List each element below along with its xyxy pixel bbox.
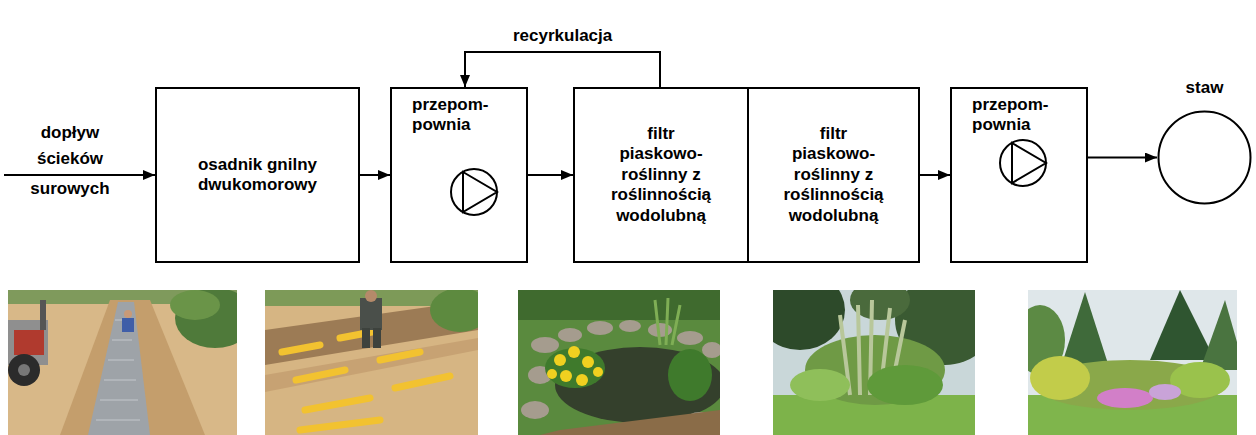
pond-photo-part-part [554, 354, 566, 366]
construction-photo-part [8, 290, 237, 435]
garden-photo-part [1097, 388, 1153, 408]
construction-photo-part [365, 290, 377, 302]
pond-photo-part-part [677, 331, 703, 345]
construction-photo-part [430, 290, 478, 332]
pond-photo-part [518, 290, 720, 320]
pond-photo-part [547, 346, 603, 386]
pump-symbol-part [1012, 143, 1046, 183]
construction-photo [8, 290, 237, 435]
flow-arrow [528, 174, 573, 176]
construction-photo-part-part [300, 420, 380, 430]
pond-photo-part-part [560, 370, 572, 382]
process-box: filtr piaskowo-roślinny z roślinnością w… [573, 87, 749, 263]
garden-photo-part [1200, 300, 1237, 370]
pond-photo-part-part [547, 369, 557, 379]
text-group: osadnik gnilny dwukomorowy [183, 155, 333, 196]
construction-photo-part [14, 330, 44, 355]
pond-photo-part [655, 298, 680, 345]
pond-photo-part [540, 410, 720, 435]
pond-node: staw [1157, 110, 1252, 205]
pump-symbol [451, 169, 497, 215]
flow-label: dopływ ścieków [15, 120, 125, 173]
pond-circle [1159, 112, 1251, 204]
garden-photo-part [1028, 290, 1237, 435]
text-group: filtr piaskowo-roślinny z roślinnością w… [778, 124, 890, 226]
garden-photo-part [1030, 356, 1090, 400]
process-box: osadnik gnilny dwukomorowy [155, 87, 360, 263]
pond-photo-part-part [558, 328, 582, 342]
pond-photo-part-part [582, 356, 594, 368]
construction-photo-part-part [395, 376, 450, 388]
construction-photo-part [360, 298, 382, 330]
inflow-arrow [4, 174, 155, 176]
construction-photo-part [362, 328, 370, 348]
construction-photo-part-part [380, 352, 420, 360]
garden-photo [1028, 290, 1237, 435]
construction-photo-part [265, 338, 478, 392]
construction-photo-part [124, 310, 132, 318]
construction-photo-part-part [305, 398, 370, 410]
construction-photo-part [122, 318, 134, 332]
garden-photo-part [790, 369, 850, 401]
construction-photo-part-part [296, 370, 345, 380]
node-label: osadnik gnilny dwukomorowy [183, 155, 333, 196]
node-label: filtr piaskowo-roślinny z roślinnością w… [778, 124, 890, 226]
process-box: filtr piaskowo-roślinny z roślinnością w… [747, 87, 920, 263]
construction-photo-part [8, 354, 40, 386]
pond-photo-part-part [531, 337, 559, 353]
construction-photo-part-part [282, 345, 320, 352]
pond-photo-part-part [593, 367, 603, 377]
construction-photo-part [96, 320, 140, 420]
flow-arrow [360, 174, 390, 176]
pump-symbol-part [1000, 140, 1046, 186]
garden-photo-part [1149, 384, 1181, 400]
node-label: przepom-pownia [972, 95, 1072, 134]
node-heading: staw [1137, 78, 1256, 98]
pond-photo-part-part [576, 374, 588, 386]
pond-photo-part-part [619, 320, 641, 332]
node-label: filtr piaskowo-roślinny z roślinnością w… [605, 124, 717, 226]
garden-photo-part [1150, 290, 1215, 360]
recirculation-line [465, 52, 660, 87]
node-label: przepom-pownia [412, 95, 512, 134]
pond-outline [1157, 110, 1252, 205]
pump-symbol-part [463, 172, 497, 212]
flow-label: surowych [15, 179, 125, 199]
construction-photo-part [170, 290, 220, 320]
garden-photo [773, 290, 975, 435]
text-group: przepom-pownia [972, 95, 1072, 134]
edge-label: recyrkulacja [513, 26, 612, 46]
garden-photo-part [867, 365, 943, 405]
construction-photo-part [373, 328, 381, 348]
construction-photo-part [40, 300, 46, 330]
garden-photo-part [773, 290, 845, 350]
process-box: przepom-pownia [950, 87, 1088, 263]
pond-photo-part-part [568, 346, 580, 358]
pump-symbol [1000, 140, 1046, 186]
pond-photo-part-part [587, 321, 613, 335]
text-group: filtr piaskowo-roślinny z roślinnością w… [605, 124, 717, 226]
construction-photo-part [88, 302, 150, 435]
construction-photo [265, 290, 478, 435]
pump-symbol-part [451, 169, 497, 215]
pond-photo-part [521, 320, 720, 428]
flow-arrow [920, 174, 950, 176]
pond-photo-part-part [702, 342, 720, 358]
process-box: przepom-pownia [390, 87, 528, 263]
pond-photo [518, 290, 720, 435]
text-group: przepom-pownia [412, 95, 512, 134]
pond-photo-part-part [668, 349, 712, 401]
flow-arrow [1088, 157, 1157, 159]
construction-photo-part [18, 364, 30, 376]
pond-photo-part-part [521, 401, 549, 419]
